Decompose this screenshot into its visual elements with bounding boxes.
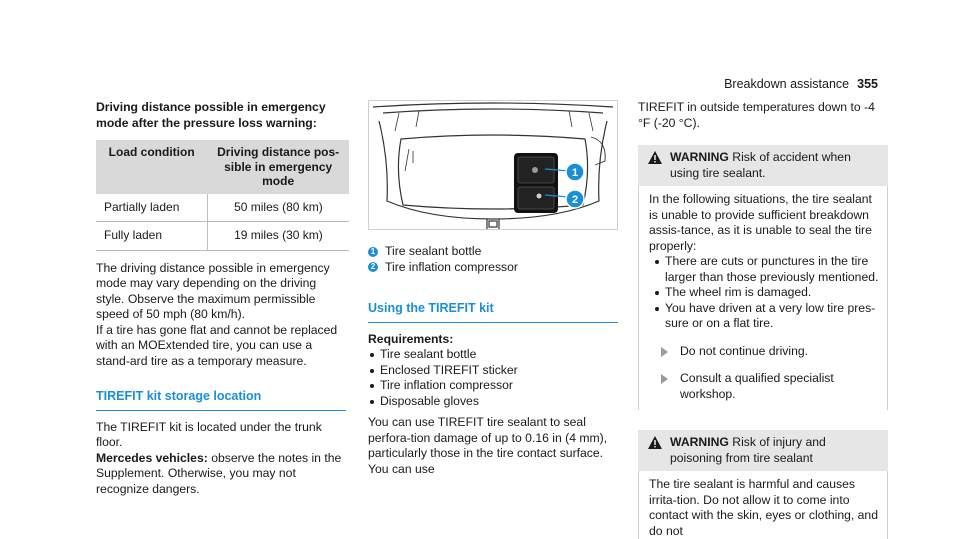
column-2: 1 2 1 Tire sealant bottle 2 Tire inflati… (368, 100, 618, 477)
figure-legend: 1 Tire sealant bottle 2 Tire inflation c… (368, 244, 618, 275)
paragraph: The tire sealant is harmful and causes i… (649, 477, 878, 538)
action-text: Consult a qualified specialist workshop. (680, 371, 834, 401)
legend-text: Tire inflation compressor (385, 259, 518, 274)
arrow-icon (661, 374, 668, 384)
paragraph: If a tire has gone flat and cannot be re… (96, 322, 338, 368)
table-heading: Driving distance possible in emergency m… (96, 100, 326, 130)
page-number: 355 (857, 77, 878, 91)
paragraph: You can use TIREFIT tire sealant to seal… (368, 415, 608, 476)
table-cell: 50 miles (80 km) (207, 193, 349, 222)
column-3: TIREFIT in outside temperatures down to … (638, 100, 888, 539)
list-item: The wheel rim is damaged. (653, 285, 879, 301)
callout-2: 2 (572, 194, 578, 206)
table-cell: Partially laden (96, 193, 208, 222)
list-item: Disposable gloves (368, 394, 618, 410)
list-item: Tire sealant bottle (368, 347, 618, 363)
column-1: Driving distance possible in emergency m… (96, 100, 349, 498)
legend-number: 1 (368, 246, 378, 257)
mercedes-label: Mercedes vehicles: (96, 450, 208, 465)
table-header-row: Load condition Driving distance pos-sibl… (96, 140, 349, 194)
warning-icon (648, 151, 662, 164)
action-step: Consult a qualified specialist workshop. (649, 371, 879, 410)
requirements-label: Requirements: (368, 331, 454, 346)
page-header: Breakdown assistance 355 (724, 77, 878, 93)
section-name: Breakdown assistance (724, 77, 850, 91)
legend-number: 2 (368, 262, 378, 273)
warning-box-poisoning: WARNING Risk of injury and poisoning fro… (638, 430, 888, 539)
table-header-cell: Driving distance pos-sible in emergency … (207, 140, 349, 194)
warning-header: WARNING Risk of accident when using tire… (638, 145, 888, 186)
warning-body: In the following situations, the tire se… (638, 186, 888, 410)
list-item: Enclosed TIREFIT sticker (368, 363, 618, 379)
arrow-icon (661, 346, 668, 357)
paragraph: TIREFIT in outside temperatures down to … (638, 100, 875, 130)
section-title: TIREFIT kit storage location (96, 389, 346, 411)
list-item: There are cuts or punctures in the tire … (653, 254, 879, 285)
warning-title: Risk of accident when using tire sealant… (670, 150, 851, 180)
driving-distance-table: Load condition Driving distance pos-sibl… (96, 140, 349, 251)
trunk-drawing: 1 2 (372, 102, 614, 229)
paragraph: In the following situations, the tire se… (649, 192, 872, 253)
table-cell: 19 miles (30 km) (207, 221, 349, 251)
warning-bullets: There are cuts or punctures in the tire … (653, 254, 879, 332)
warning-body: The tire sealant is harmful and causes i… (638, 471, 888, 539)
callout-1: 1 (572, 167, 578, 179)
table-header-cell: Load condition (96, 140, 208, 194)
warning-icon (648, 436, 662, 449)
table-row: Fully laden 19 miles (30 km) (96, 221, 349, 251)
paragraph: Mercedes vehicles: observe the notes in … (96, 451, 346, 498)
table-row: Partially laden 50 miles (80 km) (96, 193, 349, 222)
action-step: Do not continue driving. (649, 344, 879, 360)
section-title: Using the TIREFIT kit (368, 301, 618, 323)
legend-item: 2 Tire inflation compressor (368, 260, 618, 276)
requirements-list: Tire sealant bottle Enclosed TIREFIT sti… (368, 347, 618, 409)
action-text: Do not continue driving. (680, 343, 809, 358)
warning-title: Risk of injury and poisoning from tire s… (670, 435, 826, 465)
legend-item: 1 Tire sealant bottle (368, 244, 618, 260)
warning-label: WARNING (670, 435, 729, 449)
paragraph: The TIREFIT kit is located under the tru… (96, 419, 322, 450)
mercedes-text: observe the notes in the Supplement. Oth… (96, 450, 342, 496)
legend-text: Tire sealant bottle (385, 244, 482, 258)
warning-label: WARNING (670, 150, 729, 164)
table-cell: Fully laden (96, 221, 208, 251)
warning-header: WARNING Risk of injury and poisoning fro… (638, 430, 888, 471)
list-item: You have driven at a very low tire pres-… (653, 301, 879, 332)
trunk-illustration: 1 2 (368, 100, 618, 230)
list-item: Tire inflation compressor (368, 378, 618, 394)
warning-box-accident: WARNING Risk of accident when using tire… (638, 145, 888, 410)
paragraph: The driving distance possible in emergen… (96, 260, 330, 322)
